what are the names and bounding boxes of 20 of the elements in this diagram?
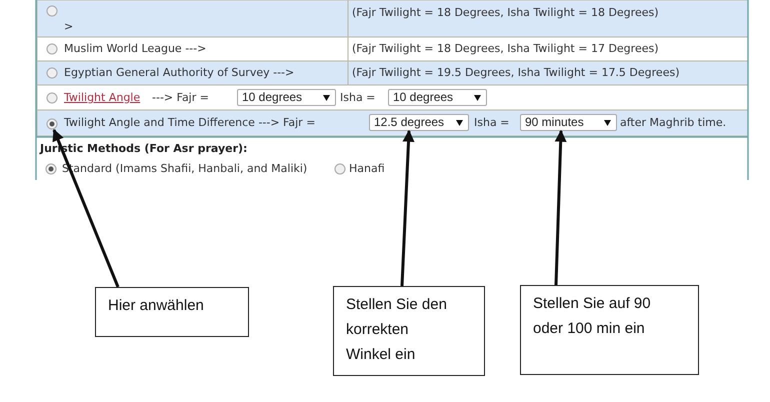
option-label: Isha = [340, 91, 376, 105]
dropdown-field: 10 degrees [388, 89, 487, 106]
option-label: > [64, 20, 74, 34]
option-label: (Fajr Twilight = 18 Degrees, Isha Twilight = 18 Degrees) [352, 6, 658, 20]
option-label: Muslim World League ---> [64, 42, 206, 56]
option-label: ---> Fajr = [152, 91, 209, 105]
option-label: Isha = [474, 116, 510, 130]
option-label: Egyptian General Authority of Survey ---> [64, 66, 294, 80]
dropdown-field: 12.5 degrees [369, 114, 469, 131]
option-label: (Fajr Twilight = 19.5 Degrees, Isha Twilight = 17.5 Degrees) [352, 66, 680, 80]
dropdown-field: 10 degrees [237, 89, 336, 106]
dropdown-field: 90 minutes [520, 114, 617, 131]
option-label: Hanafi [349, 162, 385, 176]
callout-box: Hier anwählen [95, 287, 249, 337]
callout-box: Stellen Sie auf 90 oder 100 min ein [520, 285, 699, 375]
option-label: after Maghrib time. [620, 116, 726, 130]
option-label: (Fajr Twilight = 18 Degrees, Isha Twilight = 17 Degrees) [352, 42, 658, 56]
callout-box: Stellen Sie den korrekten Winkel ein [333, 286, 485, 376]
option-label: Twilight Angle and Time Difference ---> Fajr = [64, 116, 316, 130]
link: Twilight Angle [64, 91, 140, 105]
